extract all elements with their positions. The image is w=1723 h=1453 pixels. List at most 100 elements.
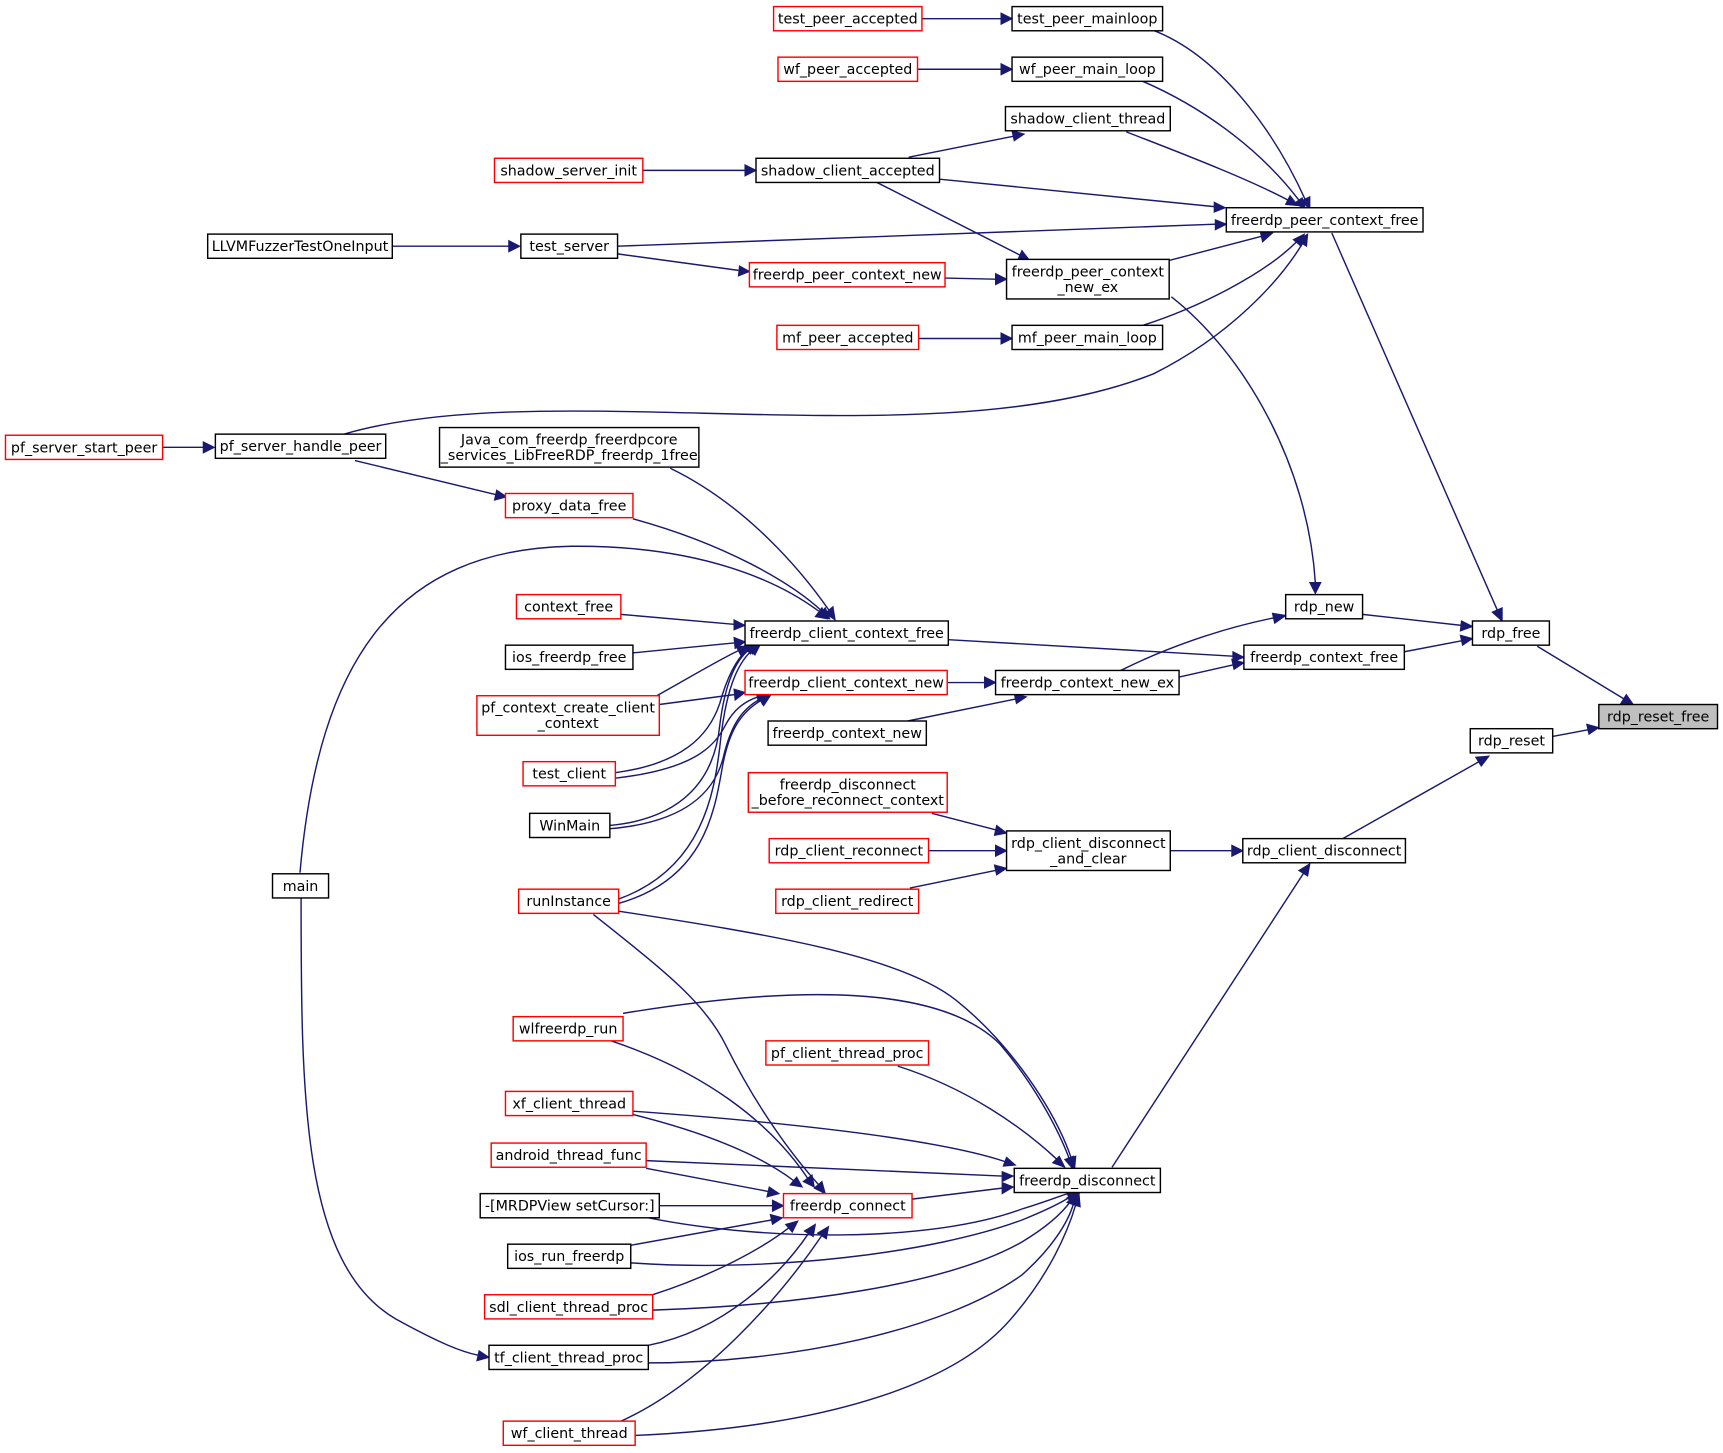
node-mrdpview_setcursor[interactable]: -[MRDPView setCursor:] [479, 1192, 661, 1219]
node-test_peer_mainloop[interactable]: test_peer_mainloop [1011, 5, 1164, 32]
node-label-freerdp_peer_context_new_ex-line-1: freerdp_peer_context [1012, 264, 1165, 280]
node-box-freerdp_context_free [1243, 644, 1406, 671]
node-label-mrdpview_setcursor: -[MRDPView setCursor:] [485, 1199, 655, 1215]
node-main[interactable]: main [271, 873, 330, 899]
node-mf_peer_accepted[interactable]: mf_peer_accepted [776, 324, 920, 351]
edge-freerdp_disconnect-to-rdp_client_disconnect [1111, 862, 1311, 1168]
node-mf_peer_main_loop[interactable]: mf_peer_main_loop [1011, 324, 1164, 351]
node-LLVMFuzzerTestOneInput[interactable]: LLVMFuzzerTestOneInput [206, 233, 394, 260]
edge-freerdp_client_context_new-to-freerdp_context_new_ex [947, 676, 997, 689]
node-android_thread_func[interactable]: android_thread_func [490, 1142, 647, 1168]
node-label-pf_server_start_peer: pf_server_start_peer [11, 440, 157, 456]
node-rdp_client_disconnect_and_clear[interactable]: rdp_client_disconnect_and_clear [1005, 830, 1171, 872]
node-rdp_client_redirect[interactable]: rdp_client_redirect [775, 888, 920, 915]
node-runInstance[interactable]: runInstance [517, 888, 620, 915]
node-freerdp_peer_context_new[interactable]: freerdp_peer_context_new [748, 261, 946, 288]
node-wf_peer_accepted[interactable]: wf_peer_accepted [777, 56, 919, 83]
edge-shadow_client_accepted-to-freerdp_peer_context_new_ex [876, 181, 1031, 262]
node-shadow_server_init[interactable]: shadow_server_init [493, 157, 644, 184]
node-label-rdp_client_redirect: rdp_client_redirect [781, 894, 914, 910]
edge-pf_server_start_peer-to-pf_server_handle_peer [162, 440, 216, 454]
node-pf_server_handle_peer[interactable]: pf_server_handle_peer [214, 433, 387, 460]
node-box-shadow_server_init [493, 157, 644, 184]
node-sdl_client_thread_proc[interactable]: sdl_client_thread_proc [483, 1294, 654, 1320]
node-freerdp_context_new_ex[interactable]: freerdp_context_new_ex [994, 669, 1180, 696]
node-pf_context_create_client_context[interactable]: pf_context_create_client_context [476, 695, 661, 737]
node-pf_client_thread_proc[interactable]: pf_client_thread_proc [765, 1040, 930, 1066]
edge-wlfreerdp_run-to-freerdp_disconnect [622, 993, 1075, 1170]
node-freerdp_disconnect[interactable]: freerdp_disconnect [1013, 1167, 1162, 1194]
node-label-main: main [283, 879, 319, 895]
edge-main-to-tf_client_thread_proc [300, 897, 491, 1362]
edge-pf_client_thread_proc-to-freerdp_disconnect [897, 1065, 1066, 1169]
node-shadow_client_accepted[interactable]: shadow_client_accepted [755, 157, 941, 184]
node-freerdp_peer_context_new_ex[interactable]: freerdp_peer_context_new_ex [1005, 258, 1170, 300]
edge-ios_run_freerdp-to-freerdp_connect [630, 1213, 784, 1246]
node-box-rdp_reset [1469, 727, 1554, 754]
edge-mrdpview_setcursor-to-freerdp_connect [659, 1199, 785, 1213]
node-label-shadow_server_init: shadow_server_init [500, 163, 637, 179]
node-box-wf_client_thread [502, 1420, 636, 1447]
node-label-rdp_new: rdp_new [1294, 600, 1355, 616]
node-rdp_free[interactable]: rdp_free [1471, 620, 1551, 646]
node-test_peer_accepted[interactable]: test_peer_accepted [772, 5, 923, 32]
node-context_free[interactable]: context_free [515, 593, 622, 620]
node-freerdp_context_free[interactable]: freerdp_context_free [1243, 644, 1406, 671]
node-label-java_free-line-1: Java_com_freerdp_freerdpcore [460, 433, 678, 449]
edge-pf_context_create_client_context-to-freerdp_client_context_new [659, 688, 747, 706]
edge-xf_client_thread-to-freerdp_disconnect [632, 1110, 1017, 1167]
node-wf_peer_main_loop[interactable]: wf_peer_main_loop [1011, 56, 1164, 83]
node-java_free[interactable]: Java_com_freerdp_freerdpcore_services_Li… [438, 426, 700, 468]
edge-test_peer_accepted-to-test_peer_mainloop [921, 12, 1014, 26]
edge-wf_client_thread-to-freerdp_connect [618, 1225, 830, 1423]
node-WinMain[interactable]: WinMain [528, 812, 611, 839]
node-label-runInstance: runInstance [526, 894, 611, 910]
node-test_client[interactable]: test_client [522, 760, 617, 787]
node-label-test_peer_accepted: test_peer_accepted [778, 12, 918, 28]
node-box-test_server [520, 233, 619, 260]
node-freerdp_client_context_new[interactable]: freerdp_client_context_new [744, 669, 948, 696]
node-box-freerdp_context_new_ex [994, 669, 1180, 696]
node-freerdp_client_context_free[interactable]: freerdp_client_context_free [744, 620, 950, 646]
node-tf_client_thread_proc[interactable]: tf_client_thread_proc [488, 1344, 650, 1371]
node-label-freerdp_peer_context_new: freerdp_peer_context_new [753, 268, 942, 284]
node-rdp_reset[interactable]: rdp_reset [1469, 727, 1554, 754]
edge-freerdp_disconnect_before_reconnect_context-to-rdp_client_disconnect_and_clear [931, 812, 1008, 836]
node-shadow_client_thread[interactable]: shadow_client_thread [1004, 105, 1171, 132]
edge-context_free-to-freerdp_client_context_free [620, 613, 747, 631]
edge-rdp_free-to-rdp_reset_free [1536, 645, 1636, 707]
node-freerdp_context_new[interactable]: freerdp_context_new [767, 720, 928, 746]
node-ios_run_freerdp[interactable]: ios_run_freerdp [506, 1243, 632, 1270]
node-rdp_client_reconnect[interactable]: rdp_client_reconnect [768, 837, 930, 864]
node-box-rdp_reset_free [1598, 703, 1719, 730]
node-pf_server_start_peer[interactable]: pf_server_start_peer [4, 434, 164, 461]
edge-wlfreerdp_run-to-freerdp_connect [610, 1040, 815, 1189]
edge-wf_peer_accepted-to-wf_peer_main_loop [917, 62, 1014, 76]
node-test_server[interactable]: test_server [520, 233, 619, 260]
edge-freerdp_connect-to-freerdp_disconnect [911, 1181, 1015, 1200]
node-rdp_new[interactable]: rdp_new [1284, 593, 1364, 620]
node-box-shadow_client_accepted [755, 157, 941, 184]
node-box-WinMain [528, 812, 611, 839]
node-freerdp_peer_context_free[interactable]: freerdp_peer_context_free [1225, 207, 1424, 233]
node-label-ios_freerdp_free: ios_freerdp_free [512, 650, 627, 666]
node-box-shadow_client_thread [1004, 105, 1171, 132]
node-wlfreerdp_run[interactable]: wlfreerdp_run [512, 1015, 624, 1042]
node-freerdp_disconnect_before_reconnect_context[interactable]: freerdp_disconnect_before_reconnect_cont… [747, 771, 948, 813]
node-wf_client_thread[interactable]: wf_client_thread [502, 1420, 636, 1447]
node-box-context_free [515, 593, 622, 620]
node-box-wf_peer_main_loop [1011, 56, 1164, 83]
node-rdp_reset_free[interactable]: rdp_reset_free [1598, 703, 1719, 730]
node-ios_freerdp_free[interactable]: ios_freerdp_free [504, 644, 634, 671]
node-box-pf_server_start_peer [4, 434, 164, 461]
node-label-wf_peer_main_loop: wf_peer_main_loop [1019, 62, 1156, 78]
node-label-proxy_data_free: proxy_data_free [512, 499, 627, 515]
edge-sdl_client_thread_proc-to-freerdp_connect [652, 1220, 799, 1296]
node-proxy_data_free[interactable]: proxy_data_free [504, 492, 634, 519]
node-rdp_client_disconnect[interactable]: rdp_client_disconnect [1242, 837, 1407, 864]
node-label-freerdp_client_context_free: freerdp_client_context_free [750, 626, 945, 642]
node-freerdp_connect[interactable]: freerdp_connect [782, 1192, 913, 1219]
edge-freerdp_context_new_ex-to-rdp_new [1120, 612, 1288, 672]
node-xf_client_thread[interactable]: xf_client_thread [504, 1090, 634, 1117]
